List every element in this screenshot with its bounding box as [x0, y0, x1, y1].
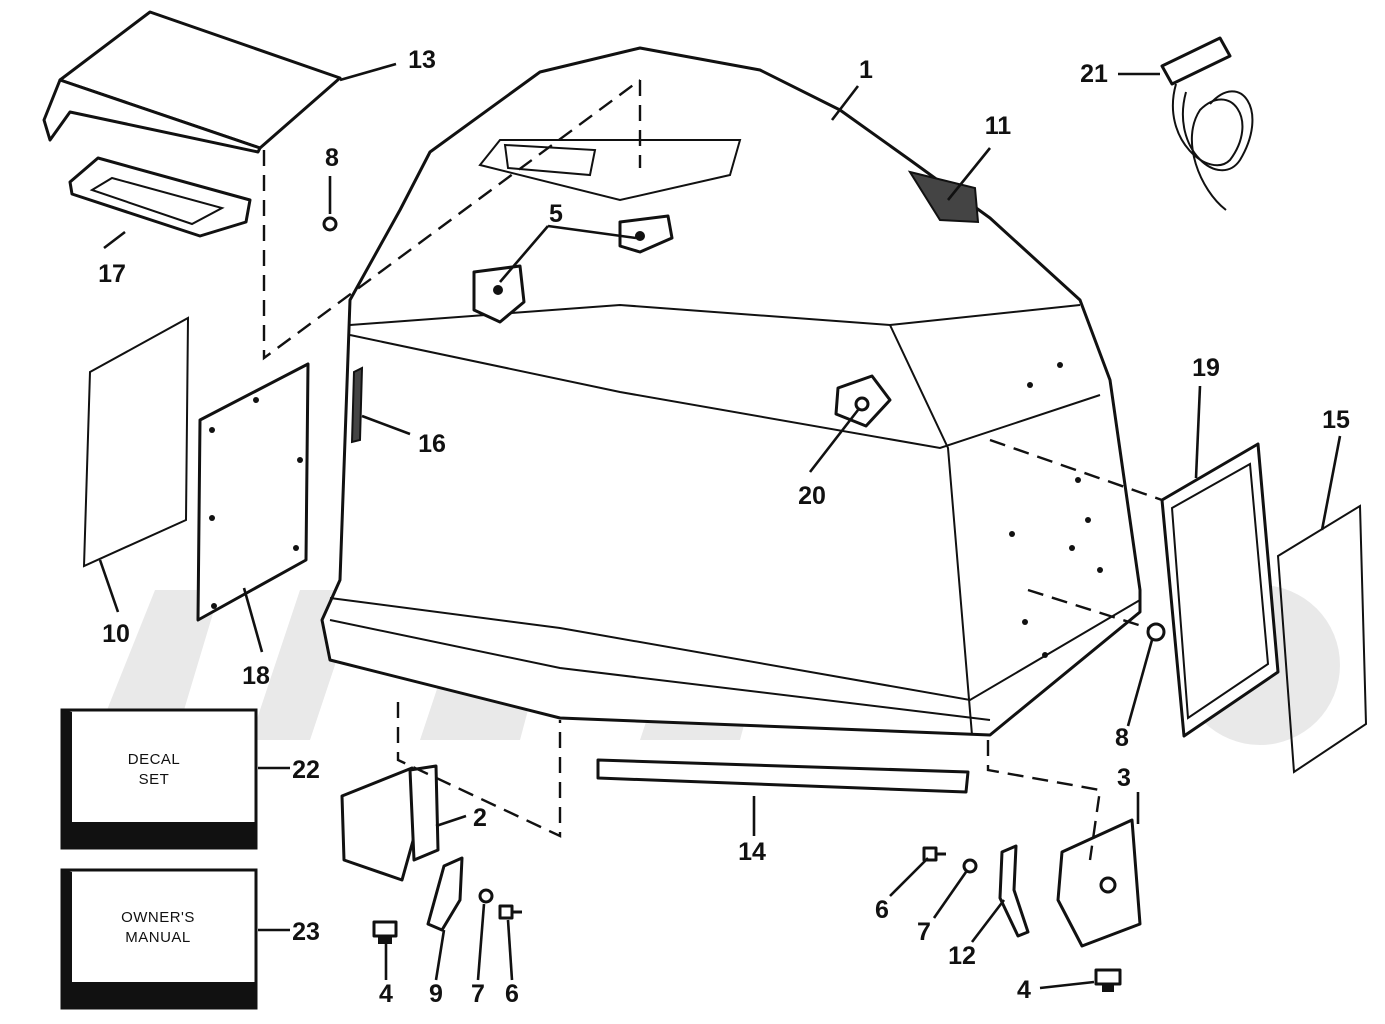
washer-part-7a: [478, 888, 494, 904]
callout-6b: 6: [875, 896, 889, 924]
decal-box-line2: SET: [139, 771, 170, 788]
fastener-part-4a: [372, 920, 398, 944]
callout-numbers: 1 13 21 11 8 5 17 19 15 16 20 10 18 8 22…: [98, 46, 1350, 1008]
callout-11: 11: [985, 112, 1012, 140]
owners-manual-box: OWNER'S MANUAL: [60, 868, 258, 1010]
screw-part-6b: [922, 846, 946, 862]
bracket-part-12: [998, 844, 1030, 938]
side-panel-part-18: [196, 362, 310, 622]
callout-14: 14: [738, 838, 766, 866]
cable-part-21: [1160, 36, 1254, 211]
fastener-part-4b: [1094, 968, 1122, 992]
motor-cover-part-1: [320, 46, 1142, 737]
callout-5: 5: [549, 200, 563, 228]
callout-16: 16: [418, 430, 446, 458]
callout-3: 3: [1117, 764, 1131, 792]
pin-part-8a: [322, 216, 338, 232]
callout-8a: 8: [325, 144, 339, 172]
callout-10: 10: [102, 620, 130, 648]
callout-22: 22: [292, 756, 320, 784]
callout-7a: 7: [471, 980, 485, 1008]
manual-box-line1: OWNER'S: [121, 909, 195, 926]
grommet-part-11: [907, 170, 980, 224]
callout-1: 1: [859, 56, 873, 84]
pin-part-8b: [1146, 622, 1166, 642]
callout-19: 19: [1192, 354, 1220, 382]
callout-23: 23: [292, 918, 320, 946]
washer-part-7b: [962, 858, 978, 874]
callout-17: 17: [98, 260, 126, 288]
callout-7b: 7: [917, 918, 931, 946]
seal-strip-part-14: [596, 758, 970, 794]
callout-20: 20: [798, 482, 826, 510]
callout-12: 12: [948, 942, 976, 970]
leader-lines: [98, 62, 1342, 990]
decal-box-line1: DECAL: [128, 751, 181, 768]
grommet-part-20: [834, 374, 892, 428]
bracket-part-3: [1056, 818, 1142, 948]
intake-seal-part-17: [68, 156, 252, 238]
callout-15: 15: [1322, 406, 1350, 434]
decal-part-15: [1276, 504, 1368, 774]
top-cover-part-13: [42, 10, 342, 154]
alignment-lines: [262, 79, 1163, 861]
bracket-part-9: [426, 856, 464, 932]
decal-set-box: DECAL SET: [60, 708, 258, 850]
manual-box-line2: MANUAL: [125, 929, 191, 946]
frame-part-19: [1160, 442, 1280, 738]
callout-4a: 4: [379, 980, 393, 1008]
callout-8b: 8: [1115, 724, 1129, 752]
callout-21: 21: [1080, 60, 1108, 88]
callout-13: 13: [408, 46, 436, 74]
callout-6a: 6: [505, 980, 519, 1008]
latch-plate-part-5b: [618, 214, 674, 254]
screw-part-6a: [498, 904, 522, 920]
strip-part-16: [350, 366, 364, 444]
callout-4b: 4: [1017, 976, 1031, 1004]
side-decal-part-10: [82, 316, 190, 568]
callout-2: 2: [473, 804, 487, 832]
callout-18: 18: [242, 662, 270, 690]
callout-9: 9: [429, 980, 443, 1008]
bracket-part-2: [340, 764, 440, 882]
